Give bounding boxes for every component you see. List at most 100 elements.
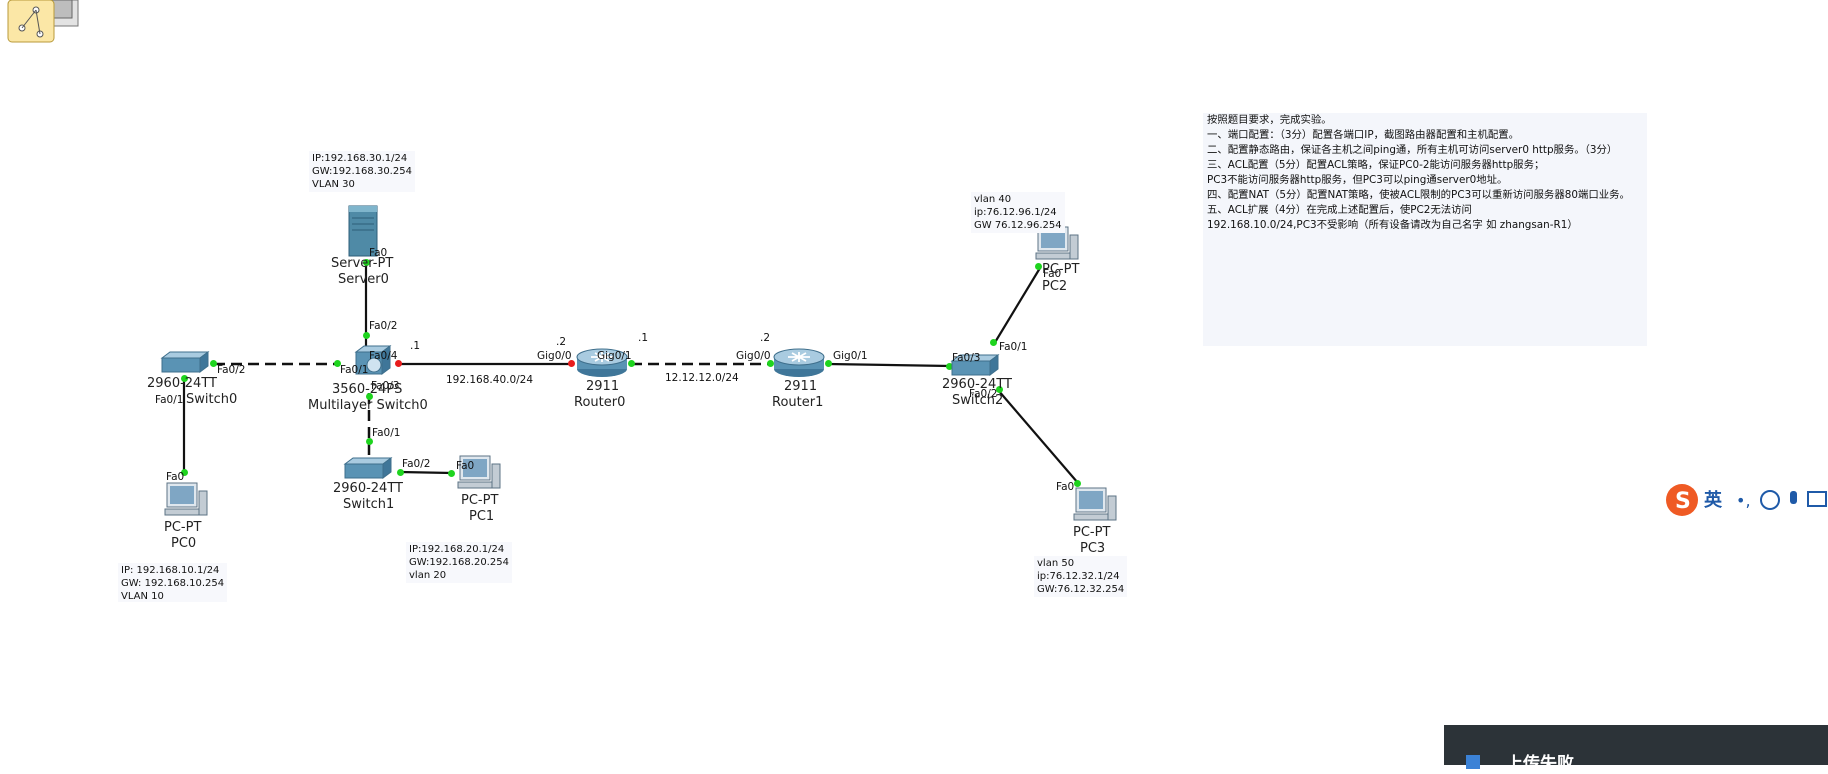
mls0-port-fa04: Fa0/4: [369, 350, 398, 362]
task-line: 一、端口配置：（3分）配置各端口IP，截图路由器配置和主机配置。: [1207, 129, 1520, 141]
pc1[interactable]: [456, 454, 502, 498]
pc2-ip-note: vlan 40 ip:76.12.96.1/24 GW 76.12.96.254: [971, 192, 1065, 233]
pc3-port-fa0: Fa0: [1056, 481, 1075, 493]
router1-model-label: 2911: [784, 379, 818, 394]
router1-name-label: Router1: [772, 395, 824, 410]
switch-icon: [160, 351, 210, 373]
pc0-port-fa0: Fa0: [166, 471, 185, 483]
router1-port-gig01: Gig0/1: [833, 350, 868, 362]
pc-icon: [164, 482, 208, 516]
mls0-port-fa01: Fa0/1: [340, 364, 369, 376]
router1[interactable]: [771, 345, 827, 383]
switch2-name-label: Switch2: [952, 393, 1004, 408]
mls0-port-fa02: Fa0/2: [369, 320, 398, 332]
pc1-model-label: PC-PT: [461, 493, 499, 508]
pc3[interactable]: [1072, 486, 1118, 530]
task-line: PC3不能访问服务器http服务，但PC3可以ping通server0地址。: [1207, 174, 1508, 186]
server0-ip-note: IP:192.168.30.1/24 GW:192.168.30.254 VLA…: [309, 151, 415, 192]
switch1[interactable]: [343, 456, 393, 486]
mls0-model-label: 3560-24PS: [332, 382, 403, 397]
port-dot-mls0-fa03: [366, 393, 373, 400]
switch0-name-label: Switch0: [186, 392, 238, 407]
multilayer-switch-icon: [354, 345, 392, 375]
switch0-port-fa01: Fa0/1: [155, 394, 184, 406]
switch-icon: [343, 457, 393, 479]
task-line: 三、ACL配置（5分）配置ACL策略，保证PC0-2能访问服务器http服务；: [1207, 159, 1545, 171]
pc1-port-fa0: Fa0: [456, 460, 475, 472]
switch2-port-fa01: Fa0/1: [999, 341, 1028, 353]
upload-status-icon: [1466, 755, 1480, 769]
router-icon: [773, 348, 825, 377]
port-dot-switch1-fa02: [397, 469, 404, 476]
task-line: 192.168.10.0/24,PC3不受影响（所有设备请改为自己名字 如 zh…: [1207, 219, 1578, 231]
emoji-icon: [1760, 490, 1780, 510]
router0-model-label: 2911: [586, 379, 620, 394]
server0[interactable]: [346, 204, 380, 262]
ime-toolbar[interactable]: S 英 •,: [1662, 480, 1828, 520]
switch1-port-fa01: Fa0/1: [372, 427, 401, 439]
port-dot-pc0-fa0: [181, 469, 188, 476]
pc1-ip-note: IP:192.168.20.1/24 GW:192.168.20.254 vla…: [406, 542, 512, 583]
pc3-name-label: PC3: [1080, 541, 1106, 556]
router1-port-gig00: Gig0/0: [736, 350, 771, 362]
task-line: 二、配置静态路由，保证各主机之间ping通，所有主机可访问server0 htt…: [1207, 144, 1618, 156]
task-line: 四、配置NAT（5分）配置NAT策略，使被ACL限制的PC3可以重新访问服务器8…: [1207, 189, 1630, 201]
router0-gig00-ip: .2: [556, 336, 567, 348]
switch2-model-label: 2960-24TT: [942, 377, 1012, 392]
router0[interactable]: [574, 345, 630, 383]
pc-icon: [457, 455, 501, 489]
port-dot-pc3-fa0: [1074, 480, 1081, 487]
task-line: 按照题目要求，完成实验。: [1207, 114, 1332, 126]
port-dot-switch1-fa01: [366, 438, 373, 445]
router0-name-label: Router0: [574, 395, 626, 410]
network-label-12-12-12: 12.12.12.0/24: [665, 372, 739, 384]
pc3-ip-note: vlan 50 ip:76.12.32.1/24 GW:76.12.32.254: [1034, 556, 1128, 597]
task-instructions-note[interactable]: 按照题目要求，完成实验。 一、端口配置：（3分）配置各端口IP，截图路由器配置和…: [1203, 113, 1647, 346]
pc0[interactable]: [163, 481, 209, 525]
port-dot-pc2-fa0: [1035, 263, 1042, 270]
multilayer-switch0[interactable]: [352, 344, 392, 384]
mls0-ip-suffix: .1: [410, 340, 421, 352]
port-dot-switch2-fa03: [946, 363, 953, 370]
switch2[interactable]: [950, 353, 1000, 383]
svg-text:S: S: [1675, 489, 1691, 514]
router0-port-gig00: Gig0/0: [537, 350, 572, 362]
router1-gig00-ip: .2: [760, 332, 771, 344]
switch0-port-fa02: Fa0/2: [217, 364, 246, 376]
router0-gig01-ip: .1: [638, 332, 649, 344]
pc2-port-fa0: Fa0: [1043, 268, 1062, 280]
mls0-port-fa03: Fa0/3: [371, 380, 400, 392]
switch0[interactable]: [160, 350, 210, 380]
pc0-ip-note: IP: 192.168.10.1/24 GW: 192.168.10.254 V…: [118, 563, 228, 602]
link-switch2-pc3: [997, 389, 1079, 484]
sogou-logo-icon: S: [1666, 484, 1698, 516]
port-dot-switch0-fa02: [210, 360, 217, 367]
port-dot-router1-gig00: [767, 360, 774, 367]
port-dot-mls0-fa02: [363, 332, 370, 339]
microphone-icon: [1790, 491, 1797, 504]
port-dot-switch0-fa01: [181, 375, 188, 382]
upload-failed-toast[interactable]: 上传失败: [1444, 725, 1828, 774]
switch1-model-label: 2960-24TT: [333, 481, 403, 496]
pc-icon: [1073, 487, 1117, 521]
pc0-model-label: PC-PT: [164, 520, 202, 535]
port-dot-mls0-fa01: [334, 360, 341, 367]
pc1-name-label: PC1: [469, 509, 495, 524]
server0-model-label: Server-PT: [331, 256, 394, 271]
switch2-port-fa03: Fa0/3: [952, 352, 981, 364]
switch1-name-label: Switch1: [343, 497, 395, 512]
svg-text:•,: •,: [1736, 491, 1751, 510]
server0-name-label: Server0: [338, 272, 389, 287]
logical-view-toolbar[interactable]: [0, 0, 80, 48]
port-dot-router1-gig01: [825, 360, 832, 367]
port-dot-switch2-fa01: [990, 339, 997, 346]
port-dot-switch2-fa02: [996, 386, 1003, 393]
ime-tool-icons: •,: [1736, 490, 1827, 510]
ime-language-toggle[interactable]: 英: [1704, 490, 1722, 511]
port-dot-router0-gig01: [628, 360, 635, 367]
server0-port-fa0: Fa0: [369, 247, 388, 259]
router0-port-gig01: Gig0/1: [597, 350, 632, 362]
link-switch1-pc1: [399, 470, 453, 475]
port-dot-router0-gig00: [568, 360, 575, 367]
